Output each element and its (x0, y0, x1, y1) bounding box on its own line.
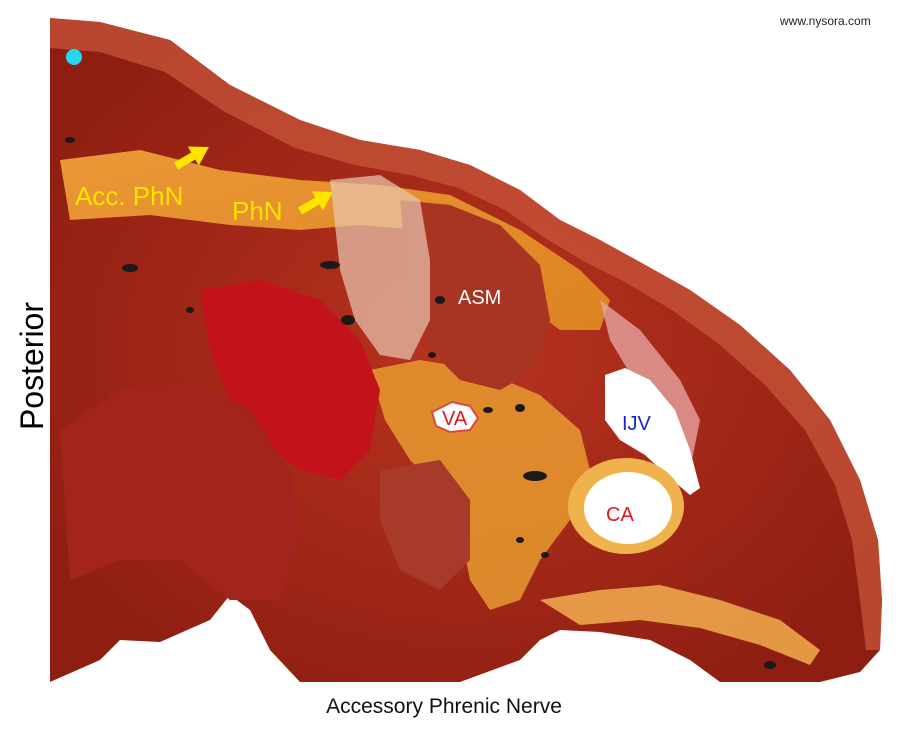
figure-caption: Accessory Phrenic Nerve (326, 695, 562, 718)
cyan-dot-marker (66, 49, 82, 65)
label-va: VA (442, 408, 468, 430)
fat-plane (540, 585, 820, 665)
label-asm: ASM (458, 287, 502, 309)
ca-lumen (584, 472, 672, 544)
watermark-text: www.nysora.com (780, 14, 871, 28)
vertebral-region (200, 280, 380, 480)
ijv-lumen (605, 368, 700, 495)
vertebral-body (60, 380, 300, 600)
va-lumen (430, 400, 480, 434)
arrow-icon (174, 146, 209, 170)
label-acc-phn: Acc. PhN (75, 181, 184, 211)
fat-plane (60, 150, 610, 330)
muscle-block-asm (400, 200, 550, 390)
label-ijv: IJV (622, 413, 651, 435)
nerve-fascia (330, 175, 430, 360)
label-phn: PhN (232, 196, 283, 226)
fat-plane (370, 360, 590, 610)
vertebral-body (380, 460, 470, 590)
small-vessels (65, 137, 776, 669)
label-ca: CA (606, 504, 634, 526)
skin-layer (50, 18, 882, 650)
arrow-icon (298, 191, 333, 215)
orientation-label: Posterior (14, 301, 50, 431)
